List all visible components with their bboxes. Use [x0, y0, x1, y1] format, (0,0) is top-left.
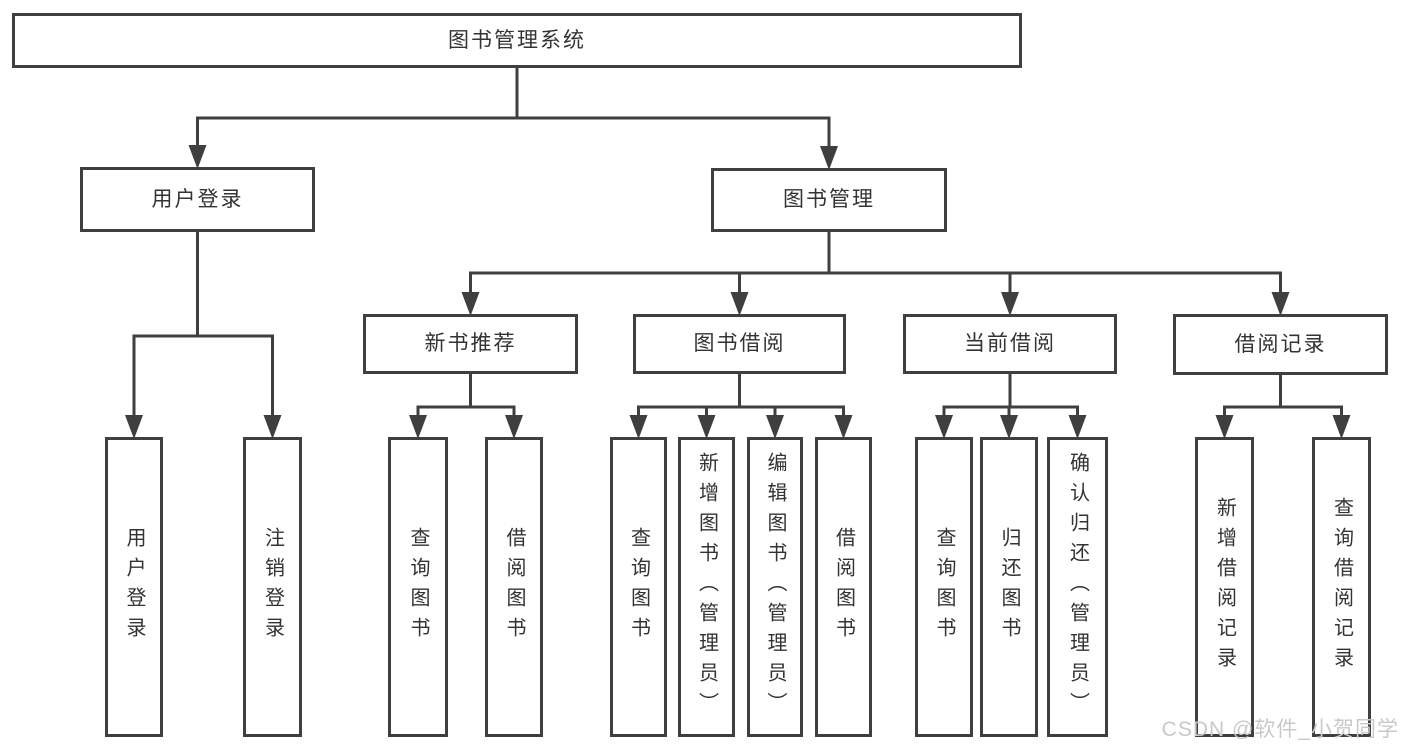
- node-query-books-under-current: 查询图书: [915, 437, 973, 737]
- node-user-login: 用户登录: [80, 167, 315, 232]
- arrowhead-icon: [125, 415, 143, 439]
- node-user-login-action: 用户登录: [105, 437, 163, 737]
- node-book-borrowing: 图书借阅: [633, 314, 846, 374]
- node-return-books: 归还图书: [980, 437, 1038, 737]
- node-logout-action: 注销登录: [243, 437, 302, 737]
- arrowhead-icon: [461, 292, 480, 316]
- node-borrow-books-under-borrowing: 借阅图书: [815, 437, 872, 737]
- arrowhead-icon: [263, 415, 282, 439]
- arrowhead-icon: [1068, 415, 1087, 439]
- node-borrow-books-under-recommendation: 借阅图书: [485, 437, 543, 737]
- arrowhead-icon: [505, 415, 523, 439]
- node-book-management: 图书管理: [711, 168, 947, 232]
- arrowhead-icon: [1000, 415, 1018, 439]
- arrowhead-icon: [766, 415, 784, 439]
- node-add-books-admin: 新增图书（管理员）: [678, 437, 735, 737]
- arrowhead-icon: [409, 415, 427, 439]
- arrowhead-icon: [1215, 415, 1234, 439]
- arrowhead-icon: [697, 415, 716, 439]
- node-add-borrowing-record: 新增借阅记录: [1195, 437, 1254, 737]
- node-query-borrowing-record: 查询借阅记录: [1312, 437, 1371, 737]
- arrowhead-icon: [629, 415, 648, 439]
- arrowhead-icon: [935, 415, 953, 439]
- node-confirm-return-admin: 确认归还（管理员）: [1047, 437, 1108, 737]
- node-query-books-under-borrowing: 查询图书: [610, 437, 667, 737]
- node-edit-books-admin: 编辑图书（管理员）: [747, 437, 803, 737]
- node-current-borrowing: 当前借阅: [903, 314, 1117, 374]
- node-new-book-recommendation: 新书推荐: [363, 314, 578, 374]
- arrowhead-icon: [1001, 292, 1019, 316]
- node-library-management-system: 图书管理系统: [12, 13, 1022, 68]
- arrowhead-icon: [1332, 415, 1351, 439]
- node-query-books-under-recommendation: 查询图书: [388, 437, 448, 737]
- arrowhead-icon: [730, 292, 749, 316]
- arrowhead-icon: [820, 146, 838, 170]
- arrowhead-icon: [1271, 292, 1290, 316]
- arrowhead-icon: [188, 145, 207, 169]
- node-borrowing-records: 借阅记录: [1173, 314, 1388, 375]
- arrowhead-icon: [834, 415, 853, 439]
